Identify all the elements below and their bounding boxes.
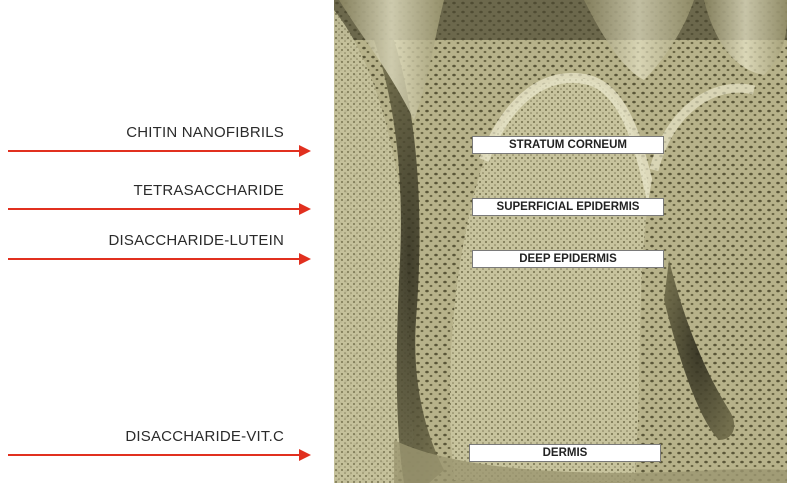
arrow-label: TETRASACCHARIDE xyxy=(133,182,284,199)
arrow-chitin-nanofibrils: CHITIN NANOFIBRILS xyxy=(0,124,320,154)
arrow-head-icon xyxy=(299,145,311,157)
arrow-head-icon xyxy=(299,203,311,215)
layer-tag-superficial-epidermis: SUPERFICIAL EPIDERMIS xyxy=(472,198,664,216)
skin-micrograph xyxy=(334,0,787,483)
arrow-label: DISACCHARIDE-VIT.C xyxy=(125,428,284,445)
arrow-head-icon xyxy=(299,253,311,265)
layer-tag-stratum-corneum: STRATUM CORNEUM xyxy=(472,136,664,154)
layer-tag-dermis: DERMIS xyxy=(469,444,661,462)
arrow-disaccharide-lutein: DISACCHARIDE-LUTEIN xyxy=(0,232,320,262)
arrow-line xyxy=(8,454,300,456)
layer-tag-deep-epidermis: DEEP EPIDERMIS xyxy=(472,250,664,268)
arrow-line xyxy=(8,150,300,152)
arrow-label: CHITIN NANOFIBRILS xyxy=(126,124,284,141)
arrow-tetrasaccharide: TETRASACCHARIDE xyxy=(0,182,320,212)
arrow-label: DISACCHARIDE-LUTEIN xyxy=(109,232,285,249)
arrow-disaccharide-vitc: DISACCHARIDE-VIT.C xyxy=(0,428,320,458)
micrograph-image xyxy=(334,0,787,483)
arrow-head-icon xyxy=(299,449,311,461)
arrow-line xyxy=(8,258,300,260)
arrow-line xyxy=(8,208,300,210)
